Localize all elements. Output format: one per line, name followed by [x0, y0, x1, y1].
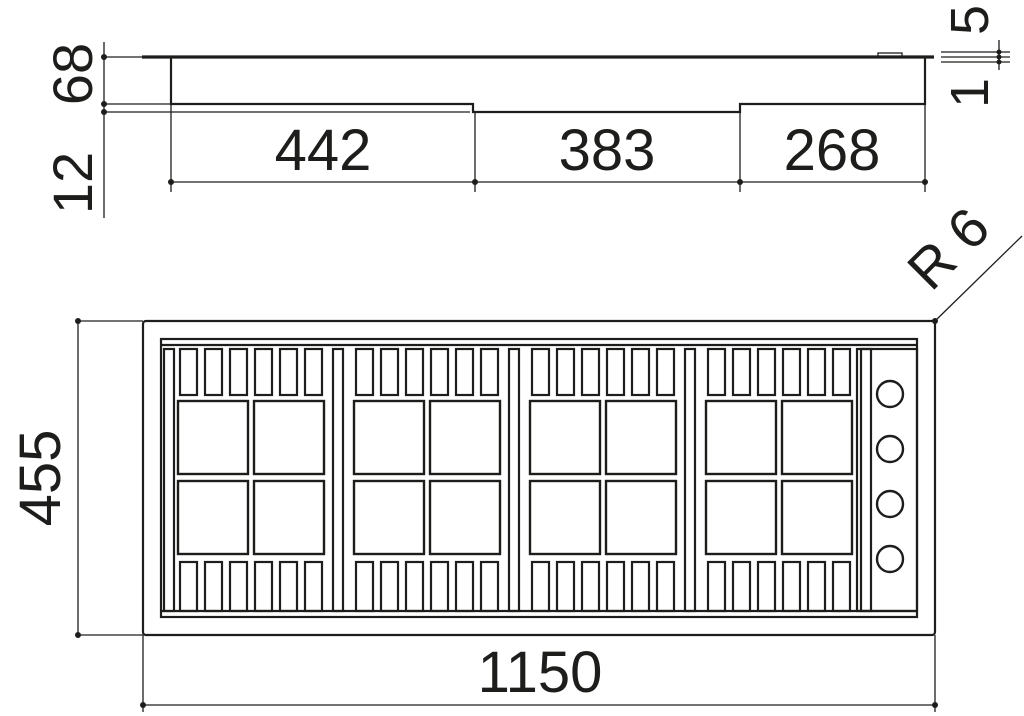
grate-slot	[630, 347, 651, 397]
plan-outer-frame	[141, 319, 937, 637]
control-panel	[855, 347, 919, 613]
grate-slot	[605, 560, 626, 613]
dim-label-12: 12	[41, 152, 104, 214]
control-knob	[875, 489, 905, 519]
plan-grate-frame	[159, 337, 919, 619]
dim-label-1: 1	[940, 78, 1000, 108]
burner-cell	[528, 479, 602, 556]
burner-cell	[704, 479, 778, 556]
grate-slot	[354, 347, 375, 397]
grates	[162, 347, 873, 613]
grate-slot	[178, 347, 199, 397]
grate-slot	[756, 347, 777, 397]
grate	[176, 347, 326, 613]
side-view-body-outline	[169, 57, 927, 114]
grate-slot	[253, 560, 274, 613]
grate-separator	[683, 347, 697, 613]
grate-slot	[530, 347, 551, 397]
grate-slot	[303, 560, 324, 613]
dim-label-68: 68	[41, 43, 104, 105]
grate-slot	[781, 347, 802, 397]
grate-slot	[354, 560, 375, 613]
burner-cell	[428, 479, 502, 556]
dim-label-268: 268	[784, 118, 881, 183]
plan-view	[75, 235, 1023, 712]
grate-separator	[507, 347, 521, 613]
grate-slot	[555, 560, 576, 613]
grate	[704, 347, 854, 613]
grate-slot	[530, 560, 551, 613]
burner-cell	[528, 399, 602, 476]
dim-label-455: 455	[8, 430, 73, 527]
grate-slot	[178, 560, 199, 613]
grate-slot	[379, 560, 400, 613]
dim-label-442: 442	[275, 118, 372, 183]
burner-cell	[780, 479, 854, 556]
grate	[528, 347, 678, 613]
grate	[352, 347, 502, 613]
burner-cell	[176, 399, 250, 476]
dim-label-383: 383	[559, 118, 656, 183]
control-knob	[875, 434, 905, 464]
grate-slot	[731, 560, 752, 613]
grate-slot	[203, 560, 224, 613]
dim-label-radius: R 6	[895, 195, 1001, 301]
grate-slot	[379, 347, 400, 397]
grate-slot	[655, 347, 676, 397]
grate-slot	[404, 347, 425, 397]
grate-separator	[162, 347, 176, 613]
burner-cell	[352, 479, 426, 556]
grate-slot	[479, 347, 500, 397]
grate-slot	[479, 560, 500, 613]
grate-slot	[278, 347, 299, 397]
grate-slot	[806, 560, 827, 613]
grate-slot	[756, 560, 777, 613]
side-view	[101, 40, 1010, 218]
grate-slot	[580, 347, 601, 397]
grate-slot	[630, 560, 651, 613]
grate-slot	[228, 347, 249, 397]
dim-label-1150: 1150	[478, 640, 603, 705]
grate-slot	[429, 560, 450, 613]
grate-slot	[605, 347, 626, 397]
control-knob	[875, 379, 905, 409]
side-view-detail	[877, 52, 903, 58]
grate-slot	[580, 560, 601, 613]
burner-cell	[252, 399, 326, 476]
burner-cell	[604, 479, 678, 556]
burner-cell	[704, 399, 778, 476]
burner-cell	[604, 399, 678, 476]
grate-slot	[806, 347, 827, 397]
grate-slot	[303, 347, 324, 397]
grate-slot	[831, 347, 852, 397]
grate-slot	[429, 347, 450, 397]
grate-separator	[859, 347, 873, 613]
burner-cell	[780, 399, 854, 476]
burner-cell	[252, 479, 326, 556]
grate-slot	[404, 560, 425, 613]
control-knob	[875, 544, 905, 574]
grate-slot	[454, 347, 475, 397]
burner-cell	[352, 399, 426, 476]
grate-slot	[731, 347, 752, 397]
grate-slot	[203, 347, 224, 397]
grate-slot	[454, 560, 475, 613]
grate-slot	[706, 560, 727, 613]
grate-slot	[278, 560, 299, 613]
dim-label-5: 5	[940, 5, 1000, 35]
grate-separator	[331, 347, 345, 613]
grate-slot	[655, 560, 676, 613]
radius-leader-line	[934, 235, 1023, 322]
grate-slot	[781, 560, 802, 613]
grate-slot	[228, 560, 249, 613]
grate-slot	[253, 347, 274, 397]
burner-cell	[428, 399, 502, 476]
grate-slot	[831, 560, 852, 613]
grate-slot	[706, 347, 727, 397]
burner-cell	[176, 479, 250, 556]
knobs	[875, 379, 905, 574]
grate-slot	[555, 347, 576, 397]
